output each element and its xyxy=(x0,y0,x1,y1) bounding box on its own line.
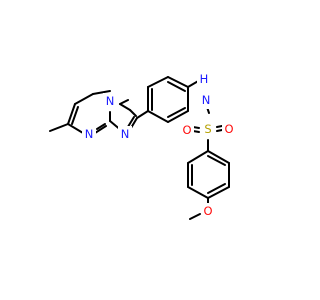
bond-layer xyxy=(49,76,230,220)
bond xyxy=(94,125,107,134)
bond xyxy=(119,99,129,105)
bond xyxy=(136,110,149,119)
bond xyxy=(167,76,189,88)
bond xyxy=(49,123,69,132)
pyrimidine-nitrogen-label: N xyxy=(85,127,94,141)
sulfur-label: S xyxy=(204,122,211,136)
methoxy-oxygen-label: O xyxy=(203,204,212,218)
ring-nitrogen-label: N xyxy=(106,94,115,108)
sulfonyl-oxygen-left-label: O xyxy=(182,123,191,137)
bond xyxy=(67,123,84,134)
bond xyxy=(147,110,169,123)
amide-hydrogen-label: H xyxy=(200,72,209,86)
bond xyxy=(167,110,189,123)
bond xyxy=(207,150,230,164)
bond xyxy=(92,90,111,95)
bond xyxy=(187,186,209,199)
bond xyxy=(207,155,226,166)
bond xyxy=(96,123,106,130)
amide-nitrogen-label: N xyxy=(202,93,211,107)
structure-diagram: N N N H N S O O O xyxy=(49,71,236,220)
imidazole-nitrogen-label: N xyxy=(121,127,130,141)
bond xyxy=(129,109,137,117)
bond xyxy=(216,129,223,132)
bond xyxy=(147,76,169,88)
bond xyxy=(216,125,223,128)
bond xyxy=(189,213,201,220)
atom-label-layer: N N N H N S O O O xyxy=(82,71,236,219)
bond xyxy=(167,107,186,118)
bond xyxy=(71,106,79,125)
bond xyxy=(187,150,209,164)
bond xyxy=(67,103,76,125)
bond xyxy=(167,81,186,92)
bond xyxy=(207,183,226,194)
bond xyxy=(207,186,230,199)
bond xyxy=(74,93,94,105)
sulfonyl-oxygen-right-label: O xyxy=(224,122,233,136)
bond xyxy=(119,103,131,111)
